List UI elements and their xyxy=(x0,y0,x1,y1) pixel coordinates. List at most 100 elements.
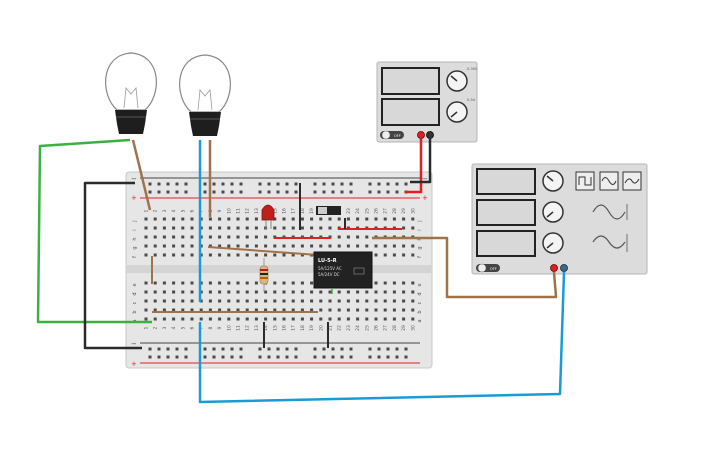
hole-bottom-4-4[interactable] xyxy=(172,308,176,312)
rail-hole-4-12[interactable] xyxy=(267,355,271,359)
hole-bottom-5-23[interactable] xyxy=(346,317,350,321)
rail-hole-4-3[interactable] xyxy=(166,355,170,359)
hole-bottom-2-24[interactable] xyxy=(356,290,360,294)
rail-hole-2-21[interactable] xyxy=(368,190,372,194)
hole-top-2-1[interactable] xyxy=(144,226,148,230)
rail-hole-4-14[interactable] xyxy=(285,355,289,359)
rail-hole-2-2[interactable] xyxy=(157,190,161,194)
hole-top-2-9[interactable] xyxy=(218,226,222,230)
hole-top-1-19[interactable] xyxy=(310,217,314,221)
blue-wire-to-generator[interactable] xyxy=(198,271,566,404)
red-led[interactable] xyxy=(261,204,275,229)
rail-hole-2-9[interactable] xyxy=(230,190,234,194)
rail-hole-3-6[interactable] xyxy=(203,347,207,351)
hole-top-2-8[interactable] xyxy=(208,226,212,230)
hole-bottom-2-13[interactable] xyxy=(254,290,258,294)
hole-top-1-26[interactable] xyxy=(374,217,378,221)
hole-bottom-1-9[interactable] xyxy=(218,281,222,285)
rail-hole-1-13[interactable] xyxy=(276,182,280,186)
hole-top-2-21[interactable] xyxy=(328,226,332,230)
hole-bottom-5-29[interactable] xyxy=(402,317,406,321)
rail-hole-1-7[interactable] xyxy=(212,182,216,186)
hole-bottom-5-14[interactable] xyxy=(264,317,268,321)
switch-slider[interactable] xyxy=(318,207,327,214)
hole-bottom-1-8[interactable] xyxy=(208,281,212,285)
hole-top-1-30[interactable] xyxy=(411,217,415,221)
hole-top-3-4[interactable] xyxy=(172,235,176,239)
hole-bottom-4-2[interactable] xyxy=(153,308,157,312)
hole-bottom-5-28[interactable] xyxy=(392,317,396,321)
hole-top-2-30[interactable] xyxy=(411,226,415,230)
hole-top-5-4[interactable] xyxy=(172,253,176,257)
hole-top-2-3[interactable] xyxy=(162,226,166,230)
rail-hole-3-2[interactable] xyxy=(157,347,161,351)
rail-hole-2-15[interactable] xyxy=(294,190,298,194)
rail-hole-3-1[interactable] xyxy=(148,347,152,351)
rail-hole-4-16[interactable] xyxy=(313,355,317,359)
hole-top-1-12[interactable] xyxy=(245,217,249,221)
hole-bottom-3-14[interactable] xyxy=(264,299,268,303)
hole-bottom-3-30[interactable] xyxy=(411,299,415,303)
hole-bottom-1-6[interactable] xyxy=(190,281,194,285)
rail-hole-3-11[interactable] xyxy=(258,347,262,351)
hole-top-3-6[interactable] xyxy=(190,235,194,239)
rail-hole-2-20[interactable] xyxy=(349,190,353,194)
rail-hole-1-19[interactable] xyxy=(340,182,344,186)
hole-top-2-18[interactable] xyxy=(300,226,304,230)
hole-bottom-4-9[interactable] xyxy=(218,308,222,312)
rail-hole-4-8[interactable] xyxy=(221,355,225,359)
hole-top-3-12[interactable] xyxy=(245,235,249,239)
hole-bottom-1-4[interactable] xyxy=(172,281,176,285)
hole-bottom-3-4[interactable] xyxy=(172,299,176,303)
hole-bottom-3-6[interactable] xyxy=(190,299,194,303)
rail-hole-1-17[interactable] xyxy=(322,182,326,186)
hole-bottom-5-4[interactable] xyxy=(172,317,176,321)
hole-top-5-9[interactable] xyxy=(218,253,222,257)
hole-bottom-3-29[interactable] xyxy=(402,299,406,303)
hole-bottom-5-2[interactable] xyxy=(153,317,157,321)
rail-hole-3-23[interactable] xyxy=(386,347,390,351)
rail-hole-4-11[interactable] xyxy=(258,355,262,359)
hole-bottom-2-27[interactable] xyxy=(383,290,387,294)
rail-hole-3-10[interactable] xyxy=(239,347,243,351)
rail-hole-1-1[interactable] xyxy=(148,182,152,186)
hole-bottom-1-2[interactable] xyxy=(153,281,157,285)
hole-bottom-5-12[interactable] xyxy=(245,317,249,321)
rail-hole-3-24[interactable] xyxy=(395,347,399,351)
hole-top-4-2[interactable] xyxy=(153,244,157,248)
hole-bottom-5-11[interactable] xyxy=(236,317,240,321)
hole-bottom-4-17[interactable] xyxy=(291,308,295,312)
hole-bottom-4-25[interactable] xyxy=(365,308,369,312)
hole-top-4-11[interactable] xyxy=(236,244,240,248)
rail-hole-4-24[interactable] xyxy=(395,355,399,359)
hole-bottom-5-17[interactable] xyxy=(291,317,295,321)
hole-bottom-4-12[interactable] xyxy=(245,308,249,312)
rail-hole-4-22[interactable] xyxy=(377,355,381,359)
hole-top-5-30[interactable] xyxy=(411,253,415,257)
rail-hole-4-20[interactable] xyxy=(349,355,353,359)
hole-bottom-5-16[interactable] xyxy=(282,317,286,321)
rail-hole-2-10[interactable] xyxy=(239,190,243,194)
hole-bottom-1-10[interactable] xyxy=(227,281,231,285)
hole-bottom-4-24[interactable] xyxy=(356,308,360,312)
hole-bottom-4-26[interactable] xyxy=(374,308,378,312)
hole-top-1-20[interactable] xyxy=(319,217,323,221)
hole-top-5-11[interactable] xyxy=(236,253,240,257)
hole-bottom-1-27[interactable] xyxy=(383,281,387,285)
black-wire-power-negative[interactable] xyxy=(410,139,432,184)
hole-bottom-4-22[interactable] xyxy=(337,308,341,312)
hole-bottom-2-25[interactable] xyxy=(365,290,369,294)
hole-top-2-5[interactable] xyxy=(181,226,185,230)
hole-top-4-22[interactable] xyxy=(337,244,341,248)
hole-bottom-3-23[interactable] xyxy=(346,299,350,303)
hole-top-1-23[interactable] xyxy=(346,217,350,221)
hole-bottom-2-1[interactable] xyxy=(144,290,148,294)
rail-hole-3-7[interactable] xyxy=(212,347,216,351)
rail-hole-1-25[interactable] xyxy=(404,182,408,186)
power-supply-negative-terminal[interactable] xyxy=(426,131,434,139)
rail-hole-4-10[interactable] xyxy=(239,355,243,359)
rail-hole-2-7[interactable] xyxy=(212,190,216,194)
hole-bottom-3-17[interactable] xyxy=(291,299,295,303)
hole-top-4-6[interactable] xyxy=(190,244,194,248)
hole-bottom-2-28[interactable] xyxy=(392,290,396,294)
